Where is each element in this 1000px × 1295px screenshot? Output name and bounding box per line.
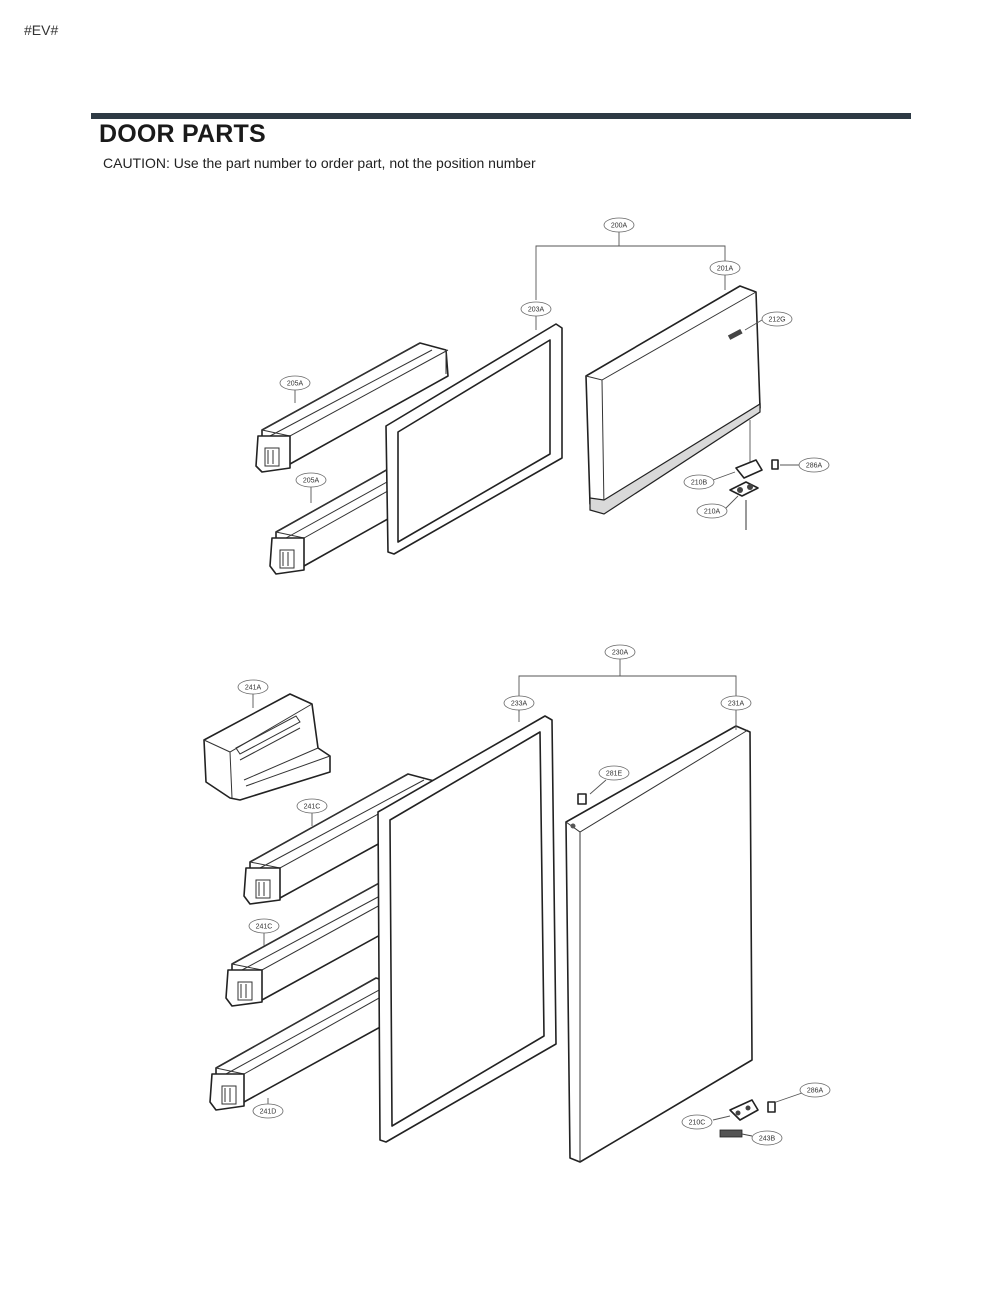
label-241a: 241A: [237, 679, 269, 695]
label-210c: 210C: [681, 1114, 713, 1130]
svg-text:241C: 241C: [304, 804, 321, 811]
svg-text:286A: 286A: [806, 463, 823, 470]
upper-door-201a: [585, 285, 761, 515]
svg-text:205A: 205A: [287, 381, 304, 388]
svg-text:241C: 241C: [256, 924, 273, 931]
label-231a: 231A: [720, 695, 752, 711]
label-241c-1: 241C: [296, 798, 328, 814]
bracket-200a: [535, 245, 726, 300]
label-205a-lower: 205A: [295, 472, 327, 488]
door-gasket-233a: [377, 715, 557, 1143]
upper-hinge-parts: [712, 420, 800, 530]
svg-text:205A: 205A: [303, 478, 320, 485]
label-212g: 212G: [761, 311, 793, 327]
svg-text:201A: 201A: [717, 266, 734, 273]
label-286a-lower: 286A: [799, 1082, 831, 1098]
lower-door-231a: [565, 725, 753, 1163]
label-281e: 281E: [598, 765, 630, 781]
door-gasket-203a: [385, 323, 563, 555]
hinge-cover-210b: [735, 459, 763, 479]
label-230a: 230A: [604, 644, 636, 660]
svg-text:241D: 241D: [260, 1109, 277, 1116]
bracket-230a: [518, 675, 737, 712]
plug-281e: [577, 779, 607, 805]
title-rule: [91, 113, 911, 119]
corner-tag: #EV#: [24, 22, 59, 38]
lower-assembly: 230A 241A 233A 231A 281E 241C 241C 286A …: [203, 644, 831, 1163]
svg-text:210B: 210B: [691, 480, 708, 487]
label-203a: 203A: [520, 301, 552, 317]
svg-text:210C: 210C: [689, 1120, 706, 1127]
svg-text:281E: 281E: [606, 771, 623, 778]
svg-text:212G: 212G: [768, 317, 785, 324]
svg-text:203A: 203A: [528, 307, 545, 314]
label-233a: 233A: [503, 695, 535, 711]
cap-286a-lower: [767, 1101, 776, 1113]
svg-text:230A: 230A: [612, 650, 629, 657]
label-241d: 241D: [252, 1103, 284, 1119]
svg-text:200A: 200A: [611, 223, 628, 230]
leader-212g: [744, 319, 763, 331]
dairy-bin-241a: [203, 693, 331, 801]
cap-286a-upper: [771, 459, 779, 470]
label-200a: 200A: [603, 217, 635, 233]
label-241c-2: 241C: [248, 918, 280, 934]
hinge-cover-210c: [729, 1099, 759, 1121]
page-title: DOOR PARTS: [99, 120, 266, 148]
label-201a: 201A: [709, 260, 741, 276]
label-210b: 210B: [683, 474, 715, 490]
label-205a-upper: 205A: [279, 375, 311, 391]
label-243b: 243B: [751, 1130, 783, 1146]
lower-hinge-parts: [712, 1092, 803, 1138]
upper-assembly: 200A 201A 203A 212G 205A 205A 286A 210B …: [255, 217, 830, 575]
svg-text:210A: 210A: [704, 509, 721, 516]
label-286a-upper: 286A: [798, 457, 830, 473]
svg-text:233A: 233A: [511, 701, 528, 708]
svg-text:286A: 286A: [807, 1088, 824, 1095]
svg-text:241A: 241A: [245, 685, 262, 692]
door-basket-205a-upper: [255, 342, 449, 473]
svg-text:243B: 243B: [759, 1136, 776, 1143]
hinge-210a: [729, 481, 759, 497]
hinge-pin-243b: [719, 1129, 753, 1138]
label-210a: 210A: [696, 503, 728, 519]
door-basket-241c-2: [225, 875, 423, 1007]
caution-note: CAUTION: Use the part number to order pa…: [103, 155, 536, 171]
logo-badge-212g: [727, 328, 743, 340]
svg-text:231A: 231A: [728, 701, 745, 708]
